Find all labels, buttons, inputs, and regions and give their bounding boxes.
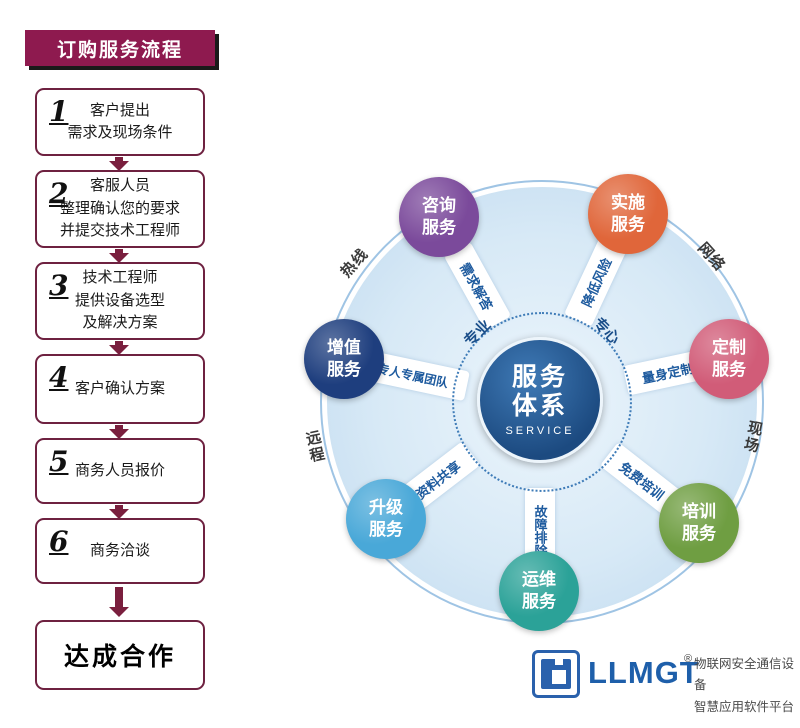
down-arrow-icon <box>108 249 130 263</box>
brand-taglines: 物联网安全通信设备 智慧应用软件平台 <box>694 654 800 718</box>
node-label: 增值服务 <box>326 337 361 379</box>
flow-step-5: 5 商务人员报价 <box>35 438 205 504</box>
flow-step-4: 4 客户确认方案 <box>35 354 205 424</box>
down-arrow-icon <box>108 425 130 439</box>
step-line: 需求及现场条件 <box>67 124 173 141</box>
flow-result: 达成合作 <box>35 620 205 690</box>
node-implementation-service: 实施服务 <box>588 174 668 254</box>
step-line: 整理确认您的要求 <box>59 199 180 217</box>
step-number: 1 <box>49 95 69 128</box>
down-arrow-icon <box>108 505 130 519</box>
node-label: 定制服务 <box>711 337 746 379</box>
step-line: 商务洽谈 <box>89 541 150 559</box>
hub-dotted-ring <box>452 312 632 492</box>
step-line: 客户确认方案 <box>74 379 165 397</box>
llmgt-logo-icon <box>532 650 580 698</box>
node-custom-service: 定制服务 <box>689 319 769 399</box>
spoke-label: 量身定制 <box>640 360 695 386</box>
node-label: 运维服务 <box>521 569 556 611</box>
step-line: 客户提出 <box>89 101 150 119</box>
flow-step-1: 1 客户提出 需求及现场条件 <box>35 88 205 156</box>
node-label: 升级服务 <box>368 497 403 539</box>
hub-title-line1: 服务 <box>511 363 568 392</box>
step-number: 2 <box>49 177 69 210</box>
down-arrow-icon <box>108 587 130 617</box>
step-line: 及解决方案 <box>82 314 158 332</box>
node-upgrade-service: 升级服务 <box>346 479 426 559</box>
down-arrow-icon <box>108 157 130 171</box>
brand-name: LLMGT <box>588 655 700 690</box>
step-line: 提供设备选型 <box>74 291 165 309</box>
hub-title-line2: 体系 <box>511 392 568 420</box>
node-value-added-service: 增值服务 <box>304 319 384 399</box>
step-line: 技术工程师 <box>82 269 158 287</box>
step-line: 并提交技术工程师 <box>59 222 180 240</box>
node-training-service: 培训服务 <box>659 483 739 563</box>
hub-circle: 服务 体系 SERVICE <box>477 337 603 463</box>
step-number: 3 <box>49 269 69 302</box>
step-line: 商务人员报价 <box>74 461 165 479</box>
hub-subtitle: SERVICE <box>505 424 575 437</box>
flow-step-3: 3 技术工程师 提供设备选型 及解决方案 <box>35 262 205 340</box>
brand-tagline-1: 物联网安全通信设备 <box>694 657 795 693</box>
down-arrow-icon <box>108 341 130 355</box>
step-line: 客服人员 <box>89 177 150 195</box>
flow-title: 订购服务流程 <box>25 30 215 66</box>
node-consulting-service: 咨询服务 <box>399 177 479 257</box>
node-label: 咨询服务 <box>421 195 456 237</box>
step-number: 6 <box>49 525 69 558</box>
step-number: 4 <box>49 361 69 394</box>
node-label: 实施服务 <box>610 192 645 234</box>
flow-step-2: 2 客服人员 整理确认您的要求 并提交技术工程师 <box>35 170 205 248</box>
node-operations-service: 运维服务 <box>499 551 579 631</box>
step-number: 5 <box>49 445 69 478</box>
brand-tagline-2: 智慧应用软件平台 <box>694 699 795 714</box>
node-label: 培训服务 <box>681 501 716 543</box>
spoke-label: 故障排除 <box>532 504 548 557</box>
registered-mark: ® <box>684 653 693 665</box>
flow-step-6: 6 商务洽谈 <box>35 518 205 584</box>
